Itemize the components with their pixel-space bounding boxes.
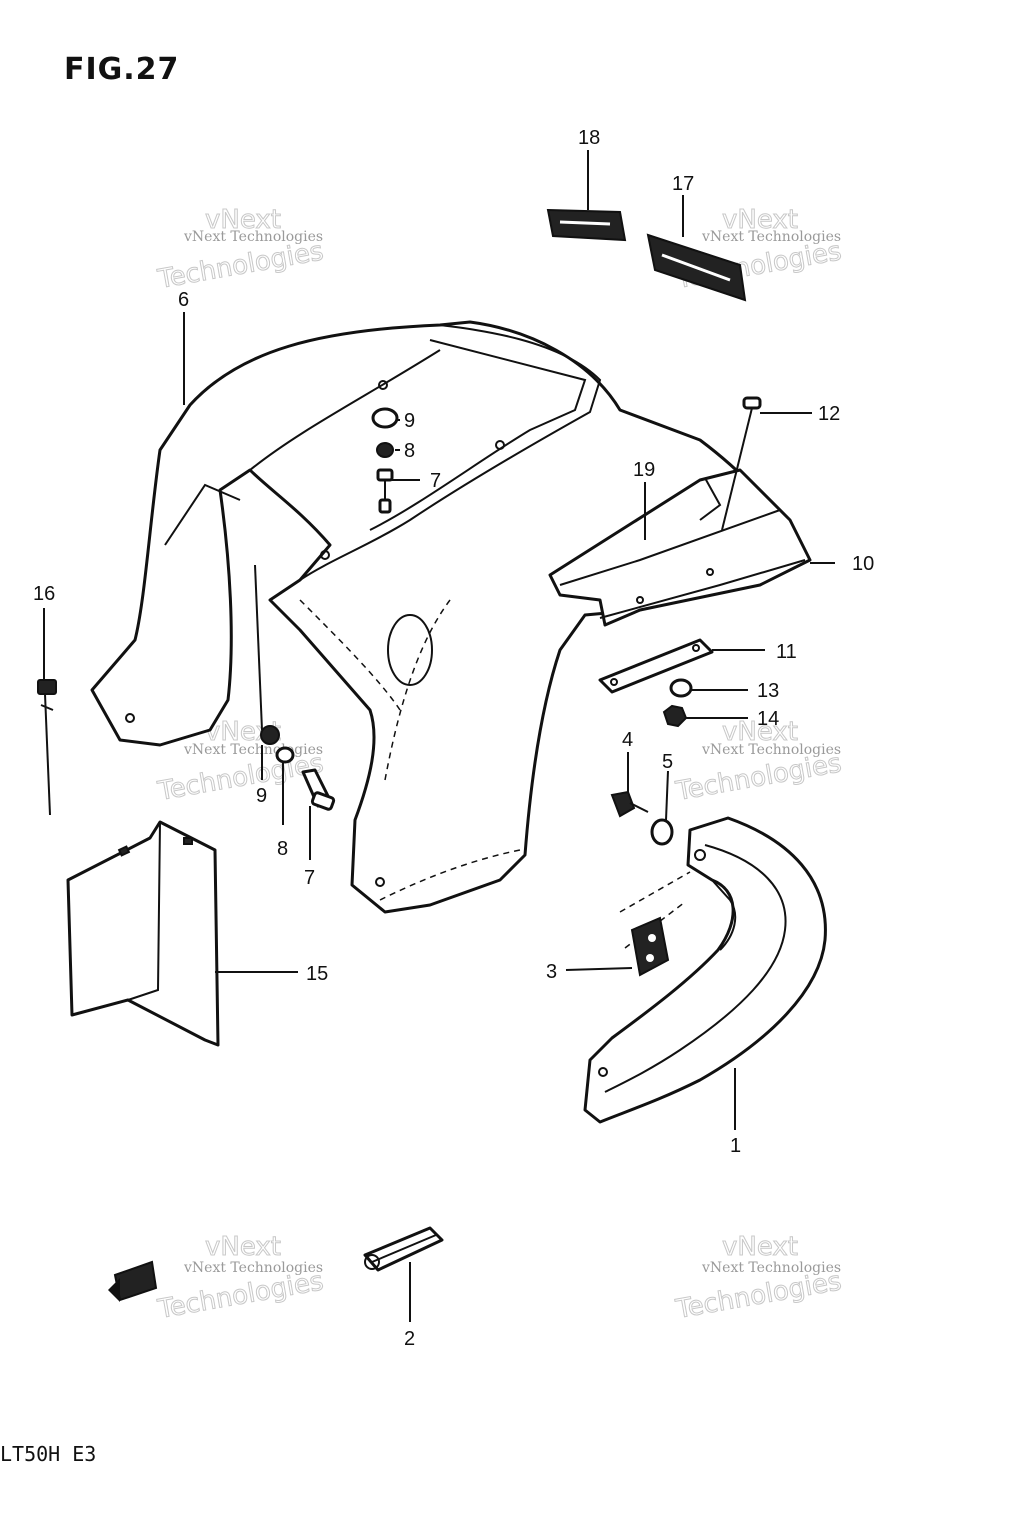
callout-6: 6: [178, 289, 189, 311]
watermark-small: vNext Technologies: [701, 742, 841, 758]
callout-15: 15: [306, 963, 328, 985]
watermark-small: vNext Technologies: [183, 1260, 323, 1276]
watermark-small: vNext Technologies: [701, 1260, 841, 1276]
part-emblem-18: [546, 208, 627, 242]
figure-title: FIG.27: [64, 52, 180, 87]
watermark-small: vNext Technologies: [183, 229, 323, 245]
watermark-6: vNext vNext Technologies Technologies: [673, 1232, 845, 1326]
callout-5: 5: [662, 751, 673, 773]
part-clip-3: [630, 916, 670, 977]
callout-12: 12: [818, 403, 840, 425]
model-code: LT50H E3: [0, 1442, 97, 1466]
watermark-big-top: vNext: [722, 717, 798, 747]
callout-8-upper: 8: [404, 440, 415, 462]
part-plate-11: [598, 638, 714, 694]
callout-4: 4: [622, 729, 633, 751]
part-rear-fender: [90, 320, 792, 914]
callout-9-lower: 9: [256, 785, 267, 807]
callout-16: 16: [33, 583, 55, 605]
callout-7-upper: 7: [430, 470, 441, 492]
part-hardware-upper: [371, 407, 399, 514]
callout-18: 18: [578, 127, 600, 149]
part-washer-5: [650, 818, 674, 846]
part-nut-14: [662, 704, 688, 728]
part-washer-13: [669, 678, 693, 698]
watermark-1: vNext vNext Technologies Technologies: [155, 205, 327, 296]
part-bracket-1: [583, 816, 827, 1124]
callout-19: 19: [633, 459, 655, 481]
callout-3: 3: [546, 961, 557, 983]
callout-8-lower: 8: [277, 838, 288, 860]
part-cap-2: [363, 1226, 444, 1272]
callout-7-lower: 7: [304, 867, 315, 889]
callout-labels: 18 17 6 9 8 7 12 19 10 16 11 13 14 4 5 9…: [33, 127, 874, 1350]
callout-13: 13: [757, 680, 779, 702]
watermark-big-bottom: Technologies: [155, 236, 326, 295]
watermark-big-top: vNext: [722, 205, 798, 235]
watermark-big-top: vNext: [205, 1232, 281, 1262]
callout-17: 17: [672, 173, 694, 195]
callout-14: 14: [757, 708, 779, 730]
part-fwd-sticker: [108, 1260, 158, 1302]
part-side-flap: [548, 468, 812, 627]
part-cable-tie-16: [37, 679, 57, 816]
callout-10: 10: [852, 553, 874, 575]
part-bolt-4: [610, 790, 649, 818]
leader-lines: [43, 150, 835, 1322]
part-mudflap-15: [66, 820, 220, 1047]
callout-2: 2: [404, 1328, 415, 1350]
callout-9-upper: 9: [404, 410, 415, 432]
part-screw-12: [721, 396, 762, 531]
part-hardware-lower: [260, 725, 336, 811]
watermark-4: vNext vNext Technologies Technologies: [673, 717, 845, 808]
watermark-small: vNext Technologies: [701, 229, 841, 245]
watermark-5: vNext vNext Technologies Technologies: [155, 1232, 327, 1326]
watermark-big-top: vNext: [722, 1232, 798, 1262]
callout-1: 1: [730, 1135, 741, 1157]
part-emblem-17: [646, 233, 747, 302]
callout-11: 11: [776, 641, 797, 663]
watermark-big-top: vNext: [205, 205, 281, 235]
